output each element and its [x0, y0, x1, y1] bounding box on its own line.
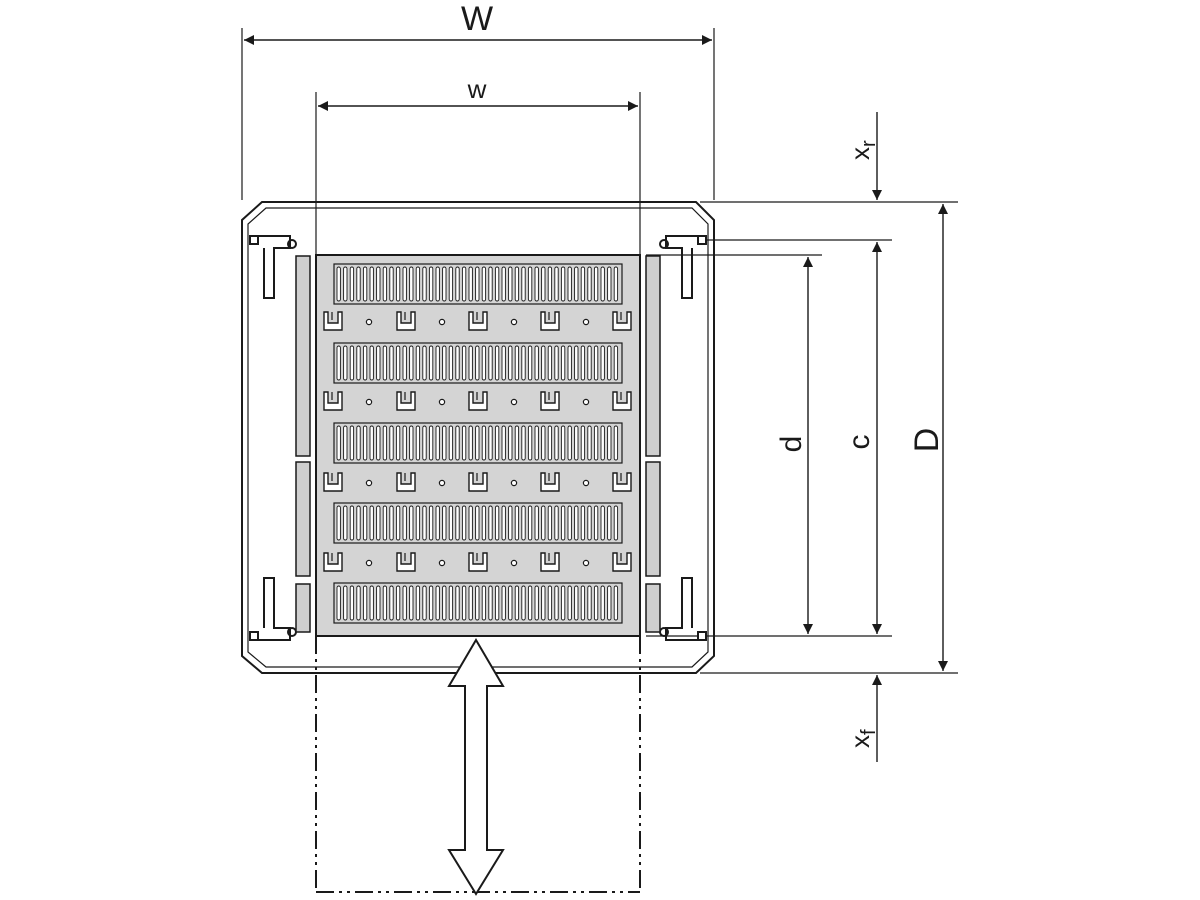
- slot-row: [333, 502, 623, 544]
- clip-row: [323, 472, 632, 492]
- corner-bracket-tr: [659, 235, 707, 299]
- label-xf: xf: [845, 729, 880, 748]
- clip-row: [323, 391, 632, 411]
- label-xr-base: x: [845, 147, 875, 160]
- corner-bracket-bl: [249, 577, 297, 641]
- cabinet-frame: [241, 201, 715, 674]
- label-xr: xr: [845, 140, 880, 160]
- label-d: d: [775, 436, 808, 453]
- corner-bracket-br: [659, 577, 707, 641]
- label-D: D: [908, 428, 946, 453]
- clip-row: [323, 311, 632, 331]
- slot-row: [333, 342, 623, 384]
- double-arrow-icon: [447, 638, 505, 896]
- slot-row: [333, 263, 623, 305]
- rail-left: [295, 255, 311, 633]
- corner-bracket-tl: [249, 235, 297, 299]
- label-c: c: [843, 435, 876, 450]
- label-w: w: [467, 74, 487, 104]
- extension-lines: [241, 28, 958, 674]
- label-W: W: [461, 0, 493, 38]
- clip-row: [323, 552, 632, 572]
- dimension-lines: [244, 35, 948, 762]
- slot-row: [333, 422, 623, 464]
- label-xr-sub: r: [858, 140, 880, 147]
- label-xf-base: x: [845, 735, 875, 748]
- slot-row: [333, 582, 623, 624]
- rail-right: [645, 255, 661, 633]
- shelf-clip-rows: [323, 311, 632, 572]
- label-xf-sub: f: [858, 729, 880, 735]
- shelf-slot-rows: [333, 263, 623, 624]
